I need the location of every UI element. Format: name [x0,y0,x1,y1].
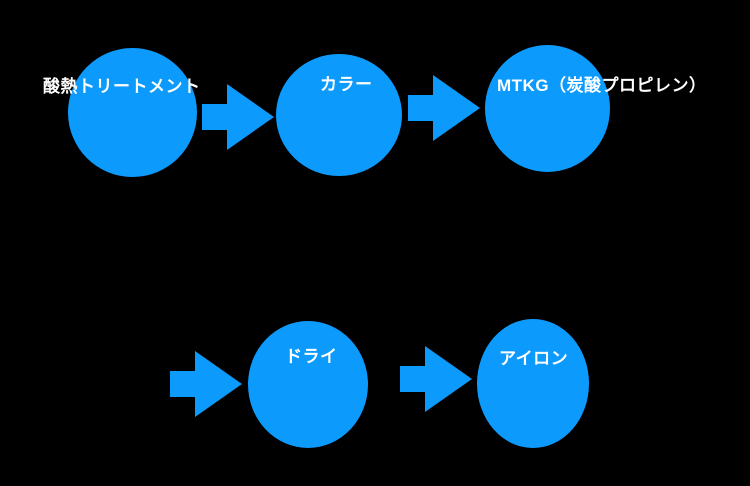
flow-arrow-right-icon [400,346,472,412]
flow-node-step-3 [485,45,610,172]
flow-node-label-step-5: アイロン [499,349,569,368]
flow-node-step-1 [68,48,197,177]
flow-node-label-step-1: 酸熱トリートメント [43,77,201,96]
flow-node-label-step-3: MTKG（炭酸プロピレン） [497,76,707,95]
flow-node-step-2 [276,54,402,176]
flow-arrow-right-icon [408,75,480,141]
flow-node-step-4 [248,321,368,448]
flow-node-label-step-4: ドライ [285,347,338,366]
flow-node-label-step-2: カラー [320,75,373,94]
flow-node-step-5 [477,319,589,448]
flow-arrow-right-icon [202,84,274,150]
flow-arrow-right-icon [170,351,242,417]
